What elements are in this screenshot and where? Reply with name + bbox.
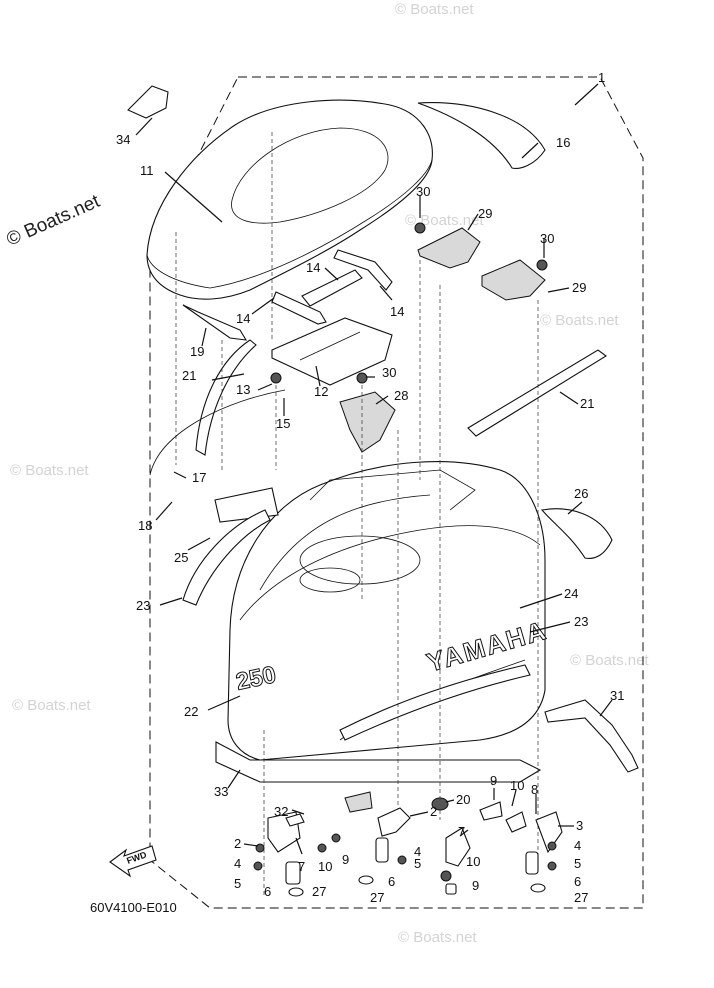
watermark-text: © Boats.net xyxy=(570,652,649,669)
callout-6: 6 xyxy=(574,874,581,889)
bolts xyxy=(317,833,341,853)
bracket-28 xyxy=(339,391,396,453)
callout-30: 30 xyxy=(540,231,554,246)
callout-30: 30 xyxy=(382,365,396,380)
callout-7: 7 xyxy=(458,824,465,839)
callout-2: 2 xyxy=(234,836,241,851)
callout-27: 27 xyxy=(574,890,588,905)
callout-10: 10 xyxy=(318,859,332,874)
watermark-text: © Boats.net xyxy=(398,929,477,946)
pad-32 xyxy=(344,791,373,813)
figure-code: 60V4100-E010 xyxy=(90,900,177,915)
callout-leaders xyxy=(135,83,613,855)
callout-23: 23 xyxy=(136,598,150,613)
strip-21-right xyxy=(467,349,607,437)
seal-33 xyxy=(215,741,542,783)
leader-lines-vertical xyxy=(221,260,539,895)
callout-34: 34 xyxy=(116,132,130,147)
callout-12: 12 xyxy=(314,384,328,399)
callout-9: 9 xyxy=(342,852,349,867)
callout-4: 4 xyxy=(234,856,241,871)
callout-25: 25 xyxy=(174,550,188,565)
latch-hardware-right xyxy=(479,801,563,893)
callout-22: 22 xyxy=(184,704,198,719)
callout-10: 10 xyxy=(510,778,524,793)
callout-33: 33 xyxy=(214,784,228,799)
latch-hardware-left xyxy=(253,811,305,897)
watermark-text: © Boats.net xyxy=(12,697,91,714)
callout-9: 9 xyxy=(472,878,479,893)
callout-23: 23 xyxy=(574,614,588,629)
decal-34 xyxy=(127,85,169,119)
callout-29: 29 xyxy=(572,280,586,295)
callout-6: 6 xyxy=(264,884,271,899)
watermark-text: © Boats.net xyxy=(10,462,89,479)
callout-20: 20 xyxy=(456,792,470,807)
callout-11: 11 xyxy=(140,163,154,178)
callout-21: 21 xyxy=(580,396,594,411)
callout-4: 4 xyxy=(574,838,581,853)
bracket-12 xyxy=(271,317,393,386)
fwd-arrow-icon: FWD xyxy=(109,845,157,878)
hose-15 xyxy=(149,389,286,476)
callout-1: 1 xyxy=(598,70,605,85)
latch-hardware-middle xyxy=(358,807,471,895)
callout-14: 14 xyxy=(236,311,250,326)
callout-27: 27 xyxy=(370,890,384,905)
callout-3: 3 xyxy=(576,818,583,833)
watermark-text: © Boats.net xyxy=(540,312,619,329)
decal-26 xyxy=(540,508,613,559)
callout-2: 2 xyxy=(430,804,437,819)
callout-31: 31 xyxy=(610,688,624,703)
decal-24 xyxy=(339,664,531,741)
watermark-text: © Boats.net xyxy=(405,212,484,229)
watermark-text: © Boats.net xyxy=(395,1,474,18)
lever-31 xyxy=(544,699,639,773)
decal-16 xyxy=(417,102,546,169)
clip-29-right xyxy=(481,259,548,301)
strip-21-left xyxy=(195,339,257,456)
callout-27: 27 xyxy=(312,884,326,899)
decal-23-left xyxy=(182,509,271,606)
callout-28: 28 xyxy=(394,388,408,403)
callout-16: 16 xyxy=(556,135,570,150)
callout-32: 32 xyxy=(274,804,288,819)
callout-18: 18 xyxy=(138,518,152,533)
callout-10: 10 xyxy=(466,854,480,869)
strip-19 xyxy=(182,304,248,341)
grommet-20 xyxy=(431,797,449,811)
callout-7: 7 xyxy=(298,859,305,874)
callout-13: 13 xyxy=(236,382,250,397)
callout-labels: 1 16 34 11 30 29 30 29 14 14 14 19 21 13… xyxy=(116,70,624,905)
callout-19: 19 xyxy=(190,344,204,359)
callout-17: 17 xyxy=(192,470,206,485)
callout-21: 21 xyxy=(182,368,196,383)
assembly-boundary xyxy=(149,76,644,909)
callout-9: 9 xyxy=(490,773,497,788)
callout-5: 5 xyxy=(414,856,421,871)
callout-4: 4 xyxy=(414,844,421,859)
watermark-main: © Boats.net xyxy=(3,191,103,251)
callout-30: 30 xyxy=(416,184,430,199)
callout-14: 14 xyxy=(390,304,404,319)
callout-6: 6 xyxy=(388,874,395,889)
callout-5: 5 xyxy=(234,876,241,891)
callout-14: 14 xyxy=(306,260,320,275)
top-cowling xyxy=(146,99,433,465)
callout-26: 26 xyxy=(574,486,588,501)
seal-14-group xyxy=(271,249,393,325)
callout-8: 8 xyxy=(531,782,538,797)
clip-29-top xyxy=(414,222,481,269)
callout-24: 24 xyxy=(564,586,578,601)
callout-15: 15 xyxy=(276,416,290,431)
callout-29: 29 xyxy=(478,206,492,221)
callout-5: 5 xyxy=(574,856,581,871)
